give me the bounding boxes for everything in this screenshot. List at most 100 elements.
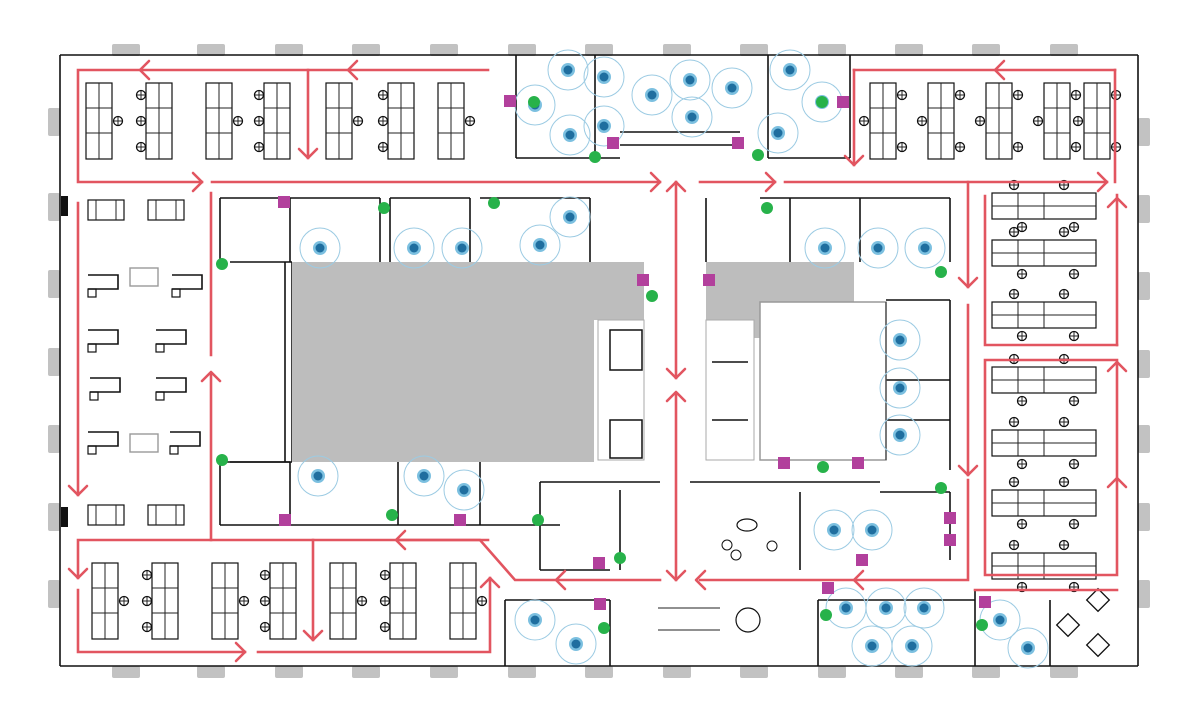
- egress-arrow-icon: [554, 569, 567, 591]
- chair-icon: [1058, 476, 1070, 488]
- sensor-icon: [530, 615, 540, 625]
- chair-icon: [1068, 395, 1080, 407]
- egress-arrow-icon: [138, 59, 151, 81]
- chair-icon: [1008, 179, 1020, 191]
- stool: [155, 343, 165, 353]
- sensor-range-ring: [403, 455, 445, 497]
- chair-icon: [1008, 476, 1020, 488]
- core-block: [706, 262, 854, 302]
- chair-icon: [858, 115, 870, 127]
- extinguisher-icon: [637, 274, 649, 286]
- elevator-car: [609, 419, 643, 459]
- sensor-icon: [727, 83, 737, 93]
- sensor-range-ring: [555, 623, 597, 665]
- exit-point-icon: [378, 202, 390, 214]
- chair-icon: [141, 595, 153, 607]
- chair-icon: [954, 141, 966, 153]
- sensor-range-ring: [299, 227, 341, 269]
- egress-arrow-icon: [957, 464, 979, 477]
- window-icon: [972, 44, 1000, 56]
- window-icon: [1138, 580, 1150, 608]
- sensor-range-ring: [879, 367, 921, 409]
- egress-arrow-icon: [302, 629, 324, 642]
- chair-icon: [238, 595, 250, 607]
- desk: [147, 504, 185, 526]
- sensor-icon: [565, 212, 575, 222]
- sensor-icon: [535, 240, 545, 250]
- chair-icon: [1012, 89, 1024, 101]
- egress-route: [983, 194, 1119, 347]
- egress-arrow-icon: [191, 171, 204, 193]
- sensor-icon: [457, 243, 467, 253]
- chair-icon: [1058, 539, 1070, 551]
- extinguisher-icon: [856, 554, 868, 566]
- side-table: [156, 329, 187, 345]
- egress-arrow-icon: [764, 171, 777, 193]
- window-icon: [818, 666, 846, 678]
- sensor-range-ring: [547, 49, 589, 91]
- chair-icon: [259, 621, 271, 633]
- sensor-range-ring: [711, 67, 753, 109]
- sensor-icon: [773, 128, 783, 138]
- sensor-range-ring: [549, 114, 591, 156]
- round-table: [735, 607, 761, 633]
- core-block: [594, 262, 644, 320]
- lounge-chair: [1085, 632, 1111, 658]
- window-icon: [352, 666, 380, 678]
- chair-icon: [1016, 581, 1028, 593]
- egress-arrow-icon: [1106, 360, 1128, 373]
- wall-layer: [59, 54, 1139, 667]
- chair-icon: [464, 115, 476, 127]
- core-block: [292, 262, 594, 462]
- exit-point-icon: [614, 552, 626, 564]
- window-icon: [895, 44, 923, 56]
- window-icon: [112, 44, 140, 56]
- chair-icon: [232, 115, 244, 127]
- chair-icon: [1068, 268, 1080, 280]
- restroom-block: [759, 301, 887, 461]
- chair-icon: [1072, 115, 1084, 127]
- egress-route: [76, 373, 213, 580]
- stool: [766, 540, 778, 552]
- window-icon: [112, 666, 140, 678]
- window-icon: [1138, 425, 1150, 453]
- chair-icon: [1068, 518, 1080, 530]
- chair-icon: [118, 595, 130, 607]
- exit-point-icon: [646, 290, 658, 302]
- building-core: [292, 262, 887, 462]
- extinguisher-icon: [278, 196, 290, 208]
- stool: [155, 391, 165, 401]
- sensor-icon: [895, 383, 905, 393]
- stair-shaft: [705, 319, 755, 461]
- exit-point-icon: [216, 454, 228, 466]
- elevator-car: [609, 329, 643, 371]
- window-icon: [48, 348, 60, 376]
- chair-icon: [896, 141, 908, 153]
- side-table: [170, 431, 201, 447]
- extinguisher-icon: [979, 596, 991, 608]
- chair-icon: [377, 141, 389, 153]
- egress-arrow-icon: [694, 569, 707, 591]
- chair-icon: [1058, 226, 1070, 238]
- chair-icon: [1012, 141, 1024, 153]
- extinguisher-icon: [504, 95, 516, 107]
- stool: [169, 445, 179, 455]
- chair-icon: [259, 569, 271, 581]
- sensor-icon: [599, 121, 609, 131]
- extinguisher-icon: [852, 457, 864, 469]
- chair-icon: [253, 115, 265, 127]
- sensor-range-ring: [757, 112, 799, 154]
- window-icon: [663, 44, 691, 56]
- egress-arrow-icon: [67, 567, 89, 580]
- sensor-icon: [820, 243, 830, 253]
- chair-icon: [1008, 226, 1020, 238]
- chair-icon: [377, 115, 389, 127]
- sensor-icon: [895, 430, 905, 440]
- egress-arrow-icon: [665, 367, 687, 380]
- exit-point-icon: [935, 266, 947, 278]
- sensor-icon: [419, 471, 429, 481]
- window-icon: [48, 270, 60, 298]
- window-icon: [818, 44, 846, 56]
- sensor-icon: [829, 525, 839, 535]
- extinguisher-icon: [944, 534, 956, 546]
